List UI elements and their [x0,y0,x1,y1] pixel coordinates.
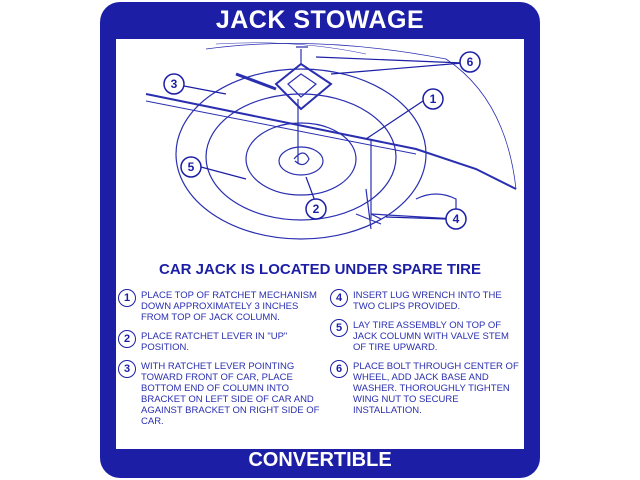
callout-1: 1 [430,92,437,106]
step-3: 3 WITH RATCHET LEVER POINTING TOWARD FRO… [118,360,322,427]
decal-panel: 3 6 1 5 2 4 CAR JACK IS LOCATED UNDER SP… [116,39,524,449]
step-4: 4 INSERT LUG WRENCH INTO THE TWO CLIPS P… [330,289,522,312]
step-2: 2 PLACE RATCHET LEVER IN "UP" POSITION. [118,330,322,353]
step-6: 6 PLACE BOLT THROUGH CENTER OF WHEEL, AD… [330,360,522,416]
callout-2: 2 [313,202,320,216]
callout-3: 3 [171,77,178,91]
step-number: 5 [330,319,348,337]
step-number: 6 [330,360,348,378]
step-text: WITH RATCHET LEVER POINTING TOWARD FRONT… [141,361,320,427]
callout-4: 4 [453,212,460,226]
step-number: 4 [330,289,348,307]
step-text: LAY TIRE ASSEMBLY ON TOP OF JACK COLUMN … [353,320,509,353]
step-number: 2 [118,330,136,348]
diagram-callouts [163,51,481,230]
steps-right-column: 4 INSERT LUG WRENCH INTO THE TWO CLIPS P… [330,289,522,416]
step-number: 3 [118,360,136,378]
step-number: 1 [118,289,136,307]
step-text: INSERT LUG WRENCH INTO THE TWO CLIPS PRO… [353,290,502,312]
decal-footer: CONVERTIBLE [248,449,392,471]
callout-5: 5 [188,160,195,174]
decal-title: JACK STOWAGE [215,6,425,34]
jack-stowage-decal: JACK STOWAGE [100,2,540,478]
step-1: 1 PLACE TOP OF RATCHET MECHANISM DOWN AP… [118,289,322,323]
step-text: PLACE TOP OF RATCHET MECHANISM DOWN APPR… [141,290,317,323]
step-5: 5 LAY TIRE ASSEMBLY ON TOP OF JACK COLUM… [330,319,522,353]
step-text: PLACE RATCHET LEVER IN "UP" POSITION. [141,331,288,353]
step-text: PLACE BOLT THROUGH CENTER OF WHEEL, ADD … [353,361,519,416]
spare-tire-diagram: 3 6 1 5 2 4 [145,42,517,240]
steps-left-column: 1 PLACE TOP OF RATCHET MECHANISM DOWN AP… [118,289,322,427]
location-heading: CAR JACK IS LOCATED UNDER SPARE TIRE [159,261,481,278]
callout-6: 6 [467,55,474,69]
